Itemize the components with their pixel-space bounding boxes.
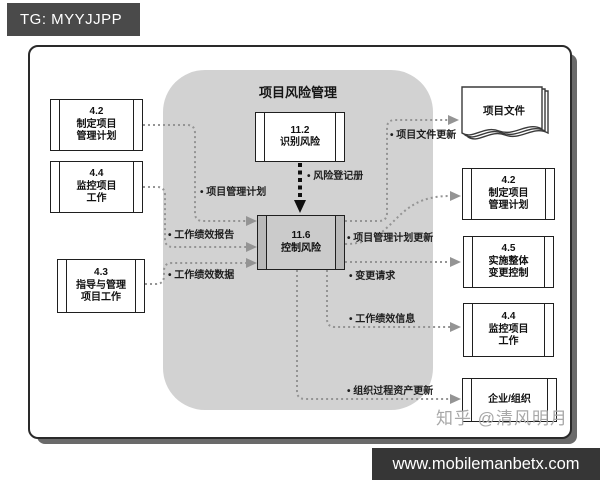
process-box-identify-risks: 11.2 识别风险 — [255, 112, 345, 162]
process-name-line: 管理计划 — [488, 200, 529, 212]
process-name-line: 控制风险 — [281, 242, 321, 254]
process-name-line: 制定项目 — [76, 118, 117, 130]
arrow-pm-plan-updates — [344, 191, 461, 245]
diagram-title: 项目风险管理 — [258, 85, 337, 100]
flow-label-pm-plan-updates: • 项目管理计划更新 — [347, 233, 434, 244]
entity-box-enterprise-organization: 企业/组织 — [462, 378, 557, 422]
site-url-bar: www.mobilemanbetx.com — [372, 448, 600, 480]
process-name-line: 监控项目 — [76, 180, 117, 192]
process-name-line: 项目工作 — [81, 292, 121, 304]
flow-label-work-perf-info: • 工作绩效信息 — [349, 314, 416, 325]
process-number: 11.6 — [291, 230, 311, 241]
telegram-watermark-text: TG: MYYJJPP — [20, 11, 123, 28]
process-name-line: 指导与管理 — [76, 279, 126, 291]
document-label: 项目文件 — [483, 105, 525, 117]
process-name-line: 实施整体 — [488, 255, 529, 267]
process-number: 4.5 — [501, 243, 516, 255]
zhihu-watermark: 知乎 @清风明月 — [436, 409, 568, 428]
process-box-develop-pm-plan-right: 4.2 制定项目 管理计划 — [462, 168, 555, 220]
process-box-integrated-change-control: 4.5 实施整体 变更控制 — [463, 236, 554, 288]
process-name-line: 工作 — [86, 193, 107, 205]
process-name-line: 管理计划 — [76, 131, 117, 143]
flow-label-opa-updates: • 组织过程资产更新 — [347, 386, 434, 397]
process-box-monitor-control-left: 4.4 监控项目 工作 — [50, 161, 143, 213]
document-shape-project-documents — [459, 86, 559, 156]
flow-label-project-docs-updates: • 项目文件更新 — [390, 130, 457, 141]
process-name-line: 监控项目 — [488, 323, 529, 335]
process-box-direct-manage-work: 4.3 指导与管理 项目工作 — [57, 259, 145, 313]
process-box-develop-pm-plan-left: 4.2 制定项目 管理计划 — [50, 99, 143, 151]
document-pages-icon — [461, 86, 549, 140]
entity-name: 企业/组织 — [488, 393, 531, 405]
arrow-project-docs-updates — [345, 115, 459, 222]
process-name-line: 制定项目 — [488, 187, 529, 199]
flow-label-change-requests: • 变更请求 — [349, 271, 396, 282]
process-name-line: 工作 — [498, 336, 519, 348]
flow-label-risk-register: • 风险登记册 — [307, 171, 364, 182]
flow-label-pm-plan: • 项目管理计划 — [200, 187, 267, 198]
arrow-work-perf-info — [326, 270, 461, 332]
process-name-line: 识别风险 — [280, 137, 320, 148]
process-name-line: 变更控制 — [488, 268, 529, 280]
arrow-pm-plan — [143, 124, 257, 226]
site-url-text: www.mobilemanbetx.com — [392, 454, 580, 473]
flow-label-work-perf-data: • 工作绩效数据 — [168, 270, 235, 281]
arrow-work-perf-data — [145, 258, 257, 285]
process-number: 4.4 — [501, 311, 516, 323]
arrow-opa-updates — [296, 270, 461, 404]
process-number: 4.4 — [89, 168, 104, 180]
telegram-watermark-badge: TG: MYYJJPP — [7, 3, 140, 36]
process-number: 4.3 — [94, 267, 108, 279]
process-number: 4.2 — [501, 175, 516, 187]
process-box-control-risks: 11.6 控制风险 — [257, 215, 345, 270]
process-number: 4.2 — [89, 106, 104, 118]
process-box-monitor-control-right: 4.4 监控项目 工作 — [463, 303, 554, 357]
process-number: 11.2 — [290, 124, 310, 136]
flow-label-work-perf-reports: • 工作绩效报告 — [168, 230, 235, 241]
arrow-work-perf-reports — [143, 186, 257, 252]
